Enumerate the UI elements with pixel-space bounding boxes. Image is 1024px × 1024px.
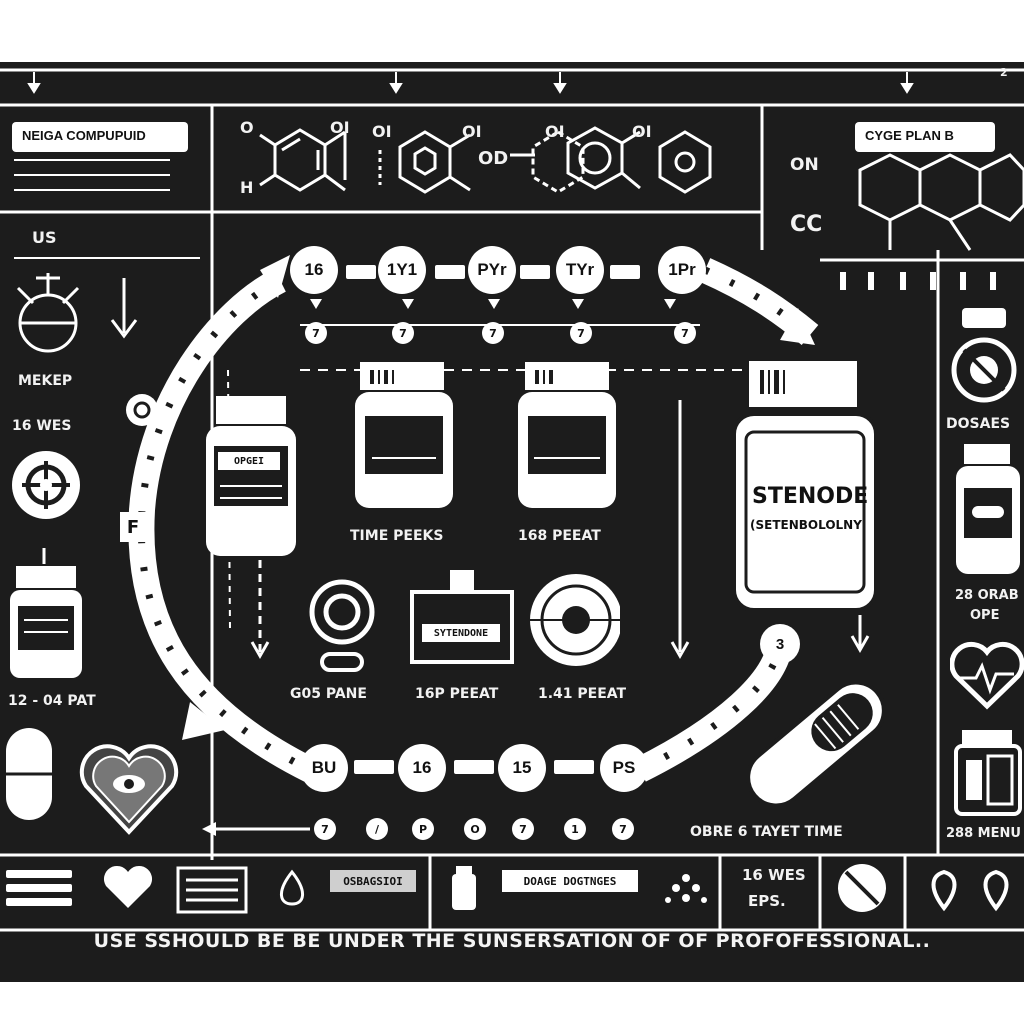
timeline-bottom-node-3: 15 <box>498 744 546 792</box>
vial1-label: OPGEI <box>218 452 280 470</box>
timeline-top-node-2: 1Y1 <box>378 246 426 294</box>
timeline-bottom-marker-6: 1 <box>564 818 586 840</box>
time-peeks-caption: TIME PEEKS <box>350 528 444 544</box>
timeline-top-marker-5: 7 <box>674 322 696 344</box>
cycle-end-marker: 3 <box>760 624 800 664</box>
timeline-bottom-node-4: PS <box>600 744 648 792</box>
chem-label-o6: OI <box>632 122 652 141</box>
big-bottle-icon <box>732 359 878 612</box>
timeline-bottom-marker-1: 7 <box>314 818 336 840</box>
timeline-top-node-5: 1Pr <box>658 246 706 294</box>
cycle-plan-label: CYGE PLAN B <box>855 122 995 152</box>
right-orab-label: 28 ORAB <box>955 588 1019 603</box>
left-us-label: US <box>32 228 57 247</box>
cycle-f-marker: F <box>120 512 146 542</box>
target-icon <box>12 451 80 519</box>
vial-icon-left <box>10 548 82 678</box>
bottom-cell-3-bottom: EPS. <box>748 892 786 910</box>
footer-disclaimer: USE SSHOULD BE BE UNDER THE SUNSERSATION… <box>93 930 931 952</box>
right-ope-label: OPE <box>970 608 1000 623</box>
dose-icons-row <box>309 570 620 672</box>
bottom-timeline-links <box>354 760 594 774</box>
steroid-name: STENODE <box>752 484 869 509</box>
top-timeline-links <box>300 265 700 326</box>
timeline-bottom-node-2: 16 <box>398 744 446 792</box>
heartbeat-icon <box>950 641 1024 710</box>
timeline-bottom-marker-5: 7 <box>512 818 534 840</box>
timeline-top-marker-4: 7 <box>570 322 592 344</box>
timeline-top-marker-1: 7 <box>305 322 327 344</box>
timeline-bottom-marker-2: / <box>366 818 388 840</box>
chem-cc-label: CC <box>790 212 823 237</box>
right-menu-label: 288 MENU <box>946 826 1021 841</box>
chem-label-o4: OI <box>462 122 482 141</box>
medicine-kit-icon <box>954 730 1022 816</box>
compound-header-label: NEIGA COMPUPUID <box>12 122 188 152</box>
timeline-bottom-node-1: BU <box>300 744 348 792</box>
peeat-caption-2: 16P PEEAT <box>415 686 499 702</box>
timeline-top-node-1: 16 <box>290 246 338 294</box>
chem-label-o5: OI <box>545 122 565 141</box>
bottom-cell-3-top: 16 WES <box>742 866 806 884</box>
chem-label-o1: O <box>240 118 254 137</box>
chem-label-h1: H <box>240 178 254 197</box>
chem-label-o3: OI <box>372 122 392 141</box>
bottom-cell-1: OSBAGSIOI <box>330 870 416 892</box>
top-indicator: 2 <box>1000 66 1008 79</box>
flask-icon <box>16 273 138 353</box>
chem-label-od: OD <box>478 148 509 169</box>
timeline-top-node-4: TYr <box>556 246 604 294</box>
box-label: SYTENDONE <box>422 624 500 642</box>
bottom-bar-icons <box>6 864 1009 914</box>
left-mekep-label: MEKEP <box>18 373 73 389</box>
dosages-label: DOSAES <box>946 416 1011 432</box>
dose-time-caption: OBRE 6 TAYET TIME <box>690 824 843 840</box>
timeline-bottom-marker-3: P <box>412 818 434 840</box>
peeat-caption-3: 1.41 PEEAT <box>538 686 627 702</box>
steroid-subname: (SETENBOLOLNY <box>750 518 862 532</box>
vials-group <box>206 362 616 556</box>
left-weeks-label: 16 WES <box>12 418 72 434</box>
dos-pane-caption: G05 PANE <box>290 686 367 702</box>
timeline-bottom-marker-7: 7 <box>612 818 634 840</box>
top-arrow-strip <box>0 68 1024 94</box>
down-arrows <box>250 400 870 660</box>
timeline-top-marker-3: 7 <box>482 322 504 344</box>
capsule-heart-icons <box>6 728 179 835</box>
timeline-top-marker-2: 7 <box>392 322 414 344</box>
capsule-pill-icon <box>746 680 886 808</box>
chemical-structures-row <box>259 126 712 194</box>
molecule-circle-icon <box>951 308 1017 403</box>
bottom-cell-2: DOAGE DOGTNGES <box>502 870 638 892</box>
chem-label-o2: OI <box>330 118 350 137</box>
left-pat-label: 12 - 04 PAT <box>8 693 96 709</box>
timeline-bottom-marker-4: O <box>464 818 486 840</box>
steroid-structure-icon <box>820 153 1024 290</box>
peeat-caption: 168 PEEAT <box>518 528 601 544</box>
chem-on-label: ON <box>790 155 819 175</box>
vial-icon-right <box>956 444 1020 574</box>
back-arrow-icon <box>202 822 310 836</box>
timeline-top-node-3: PYr <box>468 246 516 294</box>
